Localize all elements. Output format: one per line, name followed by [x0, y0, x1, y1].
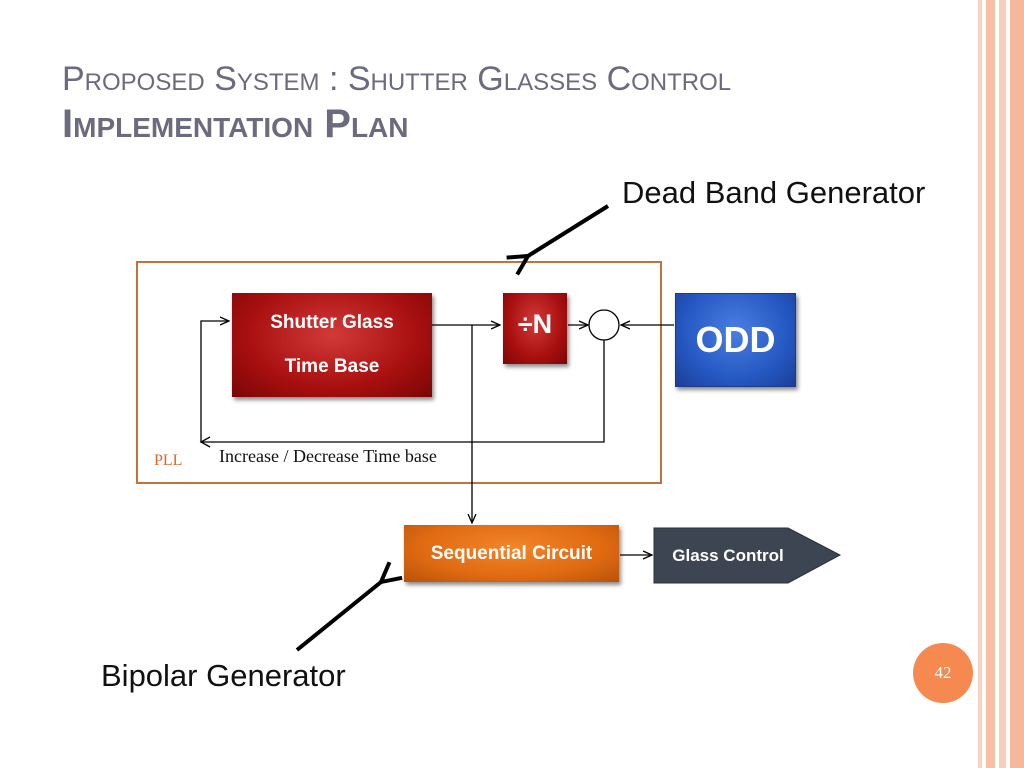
feedback-label: Increase / Decrease Time base	[219, 446, 437, 466]
decor-stripe-1	[978, 0, 982, 768]
decor-stripe-2	[986, 0, 995, 768]
bipolar-pointer-arrow	[295, 582, 381, 652]
decor-stripe-3	[999, 0, 1006, 768]
shutter-glass-time-base-block: Shutter Glass Time Base	[232, 293, 432, 397]
slide-subtitle: Implementation Plan	[62, 102, 409, 146]
slide-title: Proposed System : Shutter Glasses Contro…	[62, 60, 732, 98]
time-base-line2: Time Base	[284, 356, 380, 377]
dead-band-callout: Dead Band Generator	[622, 175, 926, 210]
glass-control-label: Glass Control	[672, 545, 784, 565]
glass-control-label-wrap: Glass Control	[654, 528, 802, 583]
feedback-arrow-left	[199, 436, 211, 448]
sequential-circuit-block: Sequential Circuit	[404, 525, 619, 582]
dead-band-pointer-arrow	[528, 204, 610, 256]
page-number: 42	[934, 663, 952, 682]
odd-block: ODD	[675, 293, 796, 387]
glass-control-shape	[653, 527, 842, 584]
pll-frame	[136, 261, 662, 484]
odd-label: ODD	[695, 319, 776, 360]
time-base-line1: Shutter Glass	[270, 312, 394, 333]
decor-stripe-4	[1010, 0, 1024, 768]
divider-label: ÷N	[517, 309, 553, 339]
bipolar-callout: Bipolar Generator	[101, 658, 346, 693]
sequential-label: Sequential Circuit	[430, 542, 593, 564]
page-number-badge: 42	[913, 643, 973, 703]
pll-label: PLL	[154, 452, 183, 469]
divider-block: ÷N	[503, 293, 567, 364]
summing-junction	[588, 309, 620, 341]
